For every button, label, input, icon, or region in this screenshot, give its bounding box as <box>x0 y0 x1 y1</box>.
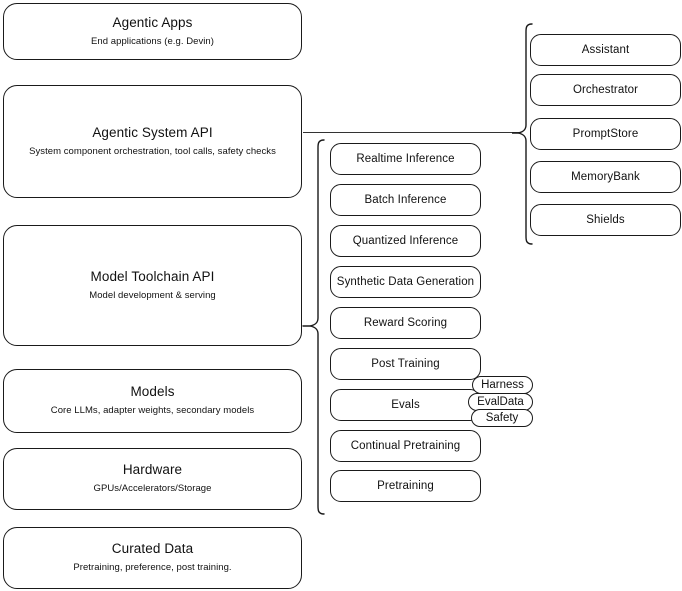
component-box-continual-pretraining[interactable]: Continual Pretraining <box>330 430 481 462</box>
layer-title: Agentic Apps <box>112 14 193 30</box>
layer-box-agentic-system-api[interactable]: Agentic System API System component orch… <box>3 85 302 198</box>
component-label: Reward Scoring <box>363 316 448 329</box>
layer-box-hardware[interactable]: Hardware GPUs/Accelerators/Storage <box>3 448 302 510</box>
layer-box-curated-data[interactable]: Curated Data Pretraining, preference, po… <box>3 527 302 589</box>
component-box-synthetic-data-generation[interactable]: Synthetic Data Generation <box>330 266 481 298</box>
bracket-toolchain-group <box>302 138 326 516</box>
component-box-realtime-inference[interactable]: Realtime Inference <box>330 143 481 175</box>
layer-subtitle: GPUs/Accelerators/Storage <box>93 483 212 495</box>
connector-agentic-system-api-to-components <box>303 132 520 133</box>
component-box-post-training[interactable]: Post Training <box>330 348 481 380</box>
component-box-reward-scoring[interactable]: Reward Scoring <box>330 307 481 339</box>
component-box-shields[interactable]: Shields <box>530 204 681 236</box>
bracket-agentic-components-group <box>512 22 534 246</box>
component-box-quantized-inference[interactable]: Quantized Inference <box>330 225 481 257</box>
component-box-memorybank[interactable]: MemoryBank <box>530 161 681 193</box>
evals-pill-harness[interactable]: Harness <box>472 376 533 394</box>
layer-subtitle: System component orchestration, tool cal… <box>29 145 276 157</box>
layer-subtitle: End applications (e.g. Devin) <box>91 35 214 47</box>
component-label: Assistant <box>581 43 630 56</box>
component-label: Evals <box>391 398 420 411</box>
component-label: PromptStore <box>572 127 639 140</box>
component-box-batch-inference[interactable]: Batch Inference <box>330 184 481 216</box>
layer-title: Curated Data <box>111 541 194 557</box>
layer-title: Model Toolchain API <box>90 268 215 284</box>
component-box-assistant[interactable]: Assistant <box>530 34 681 66</box>
layer-box-models[interactable]: Models Core LLMs, adapter weights, secon… <box>3 369 302 433</box>
component-label: Realtime Inference <box>356 152 455 165</box>
layer-subtitle: Model development & serving <box>89 289 216 301</box>
component-label: Continual Pretraining <box>350 439 461 452</box>
component-box-orchestrator[interactable]: Orchestrator <box>530 74 681 106</box>
component-box-pretraining[interactable]: Pretraining <box>330 470 481 502</box>
layer-box-agentic-apps[interactable]: Agentic Apps End applications (e.g. Devi… <box>3 3 302 60</box>
evals-pill-safety[interactable]: Safety <box>471 409 533 427</box>
layer-title: Models <box>130 384 175 400</box>
component-label: Batch Inference <box>364 193 447 206</box>
layer-box-model-toolchain-api[interactable]: Model Toolchain API Model development & … <box>3 225 302 346</box>
component-box-evals[interactable]: Evals <box>330 389 481 421</box>
evals-pill-label: Safety <box>485 412 519 424</box>
layer-subtitle: Core LLMs, adapter weights, secondary mo… <box>50 405 255 417</box>
evals-pill-label: Harness <box>481 379 524 391</box>
layer-title: Hardware <box>122 462 183 478</box>
component-label: MemoryBank <box>571 170 640 183</box>
component-label: Pretraining <box>377 479 434 492</box>
layer-subtitle: Pretraining, preference, post training. <box>73 562 232 574</box>
component-label: Quantized Inference <box>352 234 459 247</box>
component-label: Post Training <box>371 357 440 370</box>
layer-title: Agentic System API <box>92 124 213 140</box>
component-label: Synthetic Data Generation <box>336 275 475 288</box>
evals-pill-label: EvalData <box>477 396 524 408</box>
component-label: Shields <box>586 213 625 226</box>
component-box-promptstore[interactable]: PromptStore <box>530 118 681 150</box>
component-label: Orchestrator <box>572 83 639 96</box>
